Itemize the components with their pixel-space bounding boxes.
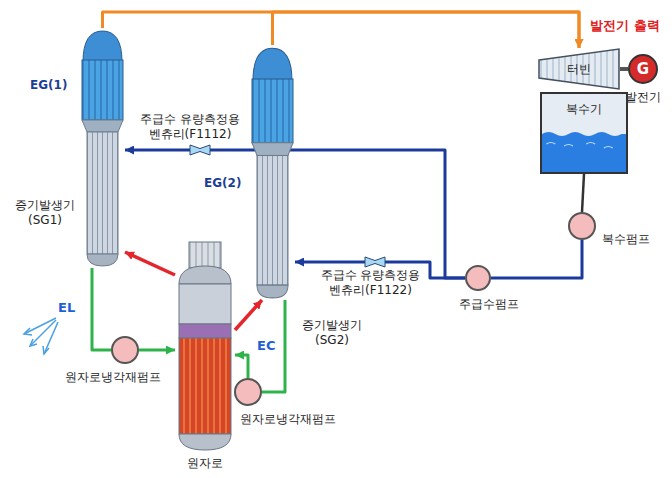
- pipe-connector: [620, 67, 628, 71]
- drawing-part: [257, 156, 288, 286]
- leak-arrow-head: [30, 339, 37, 346]
- reactor: 원자로: [175, 240, 235, 452]
- generator-symbol: G: [637, 60, 649, 79]
- drawing-part: [82, 60, 123, 120]
- condenser: 복수기: [540, 92, 628, 174]
- measure-point: EG(2): [204, 176, 241, 191]
- pipe-connector: [491, 240, 582, 278]
- measure-point: EL: [58, 300, 75, 316]
- leak-arrow-group: [24, 318, 58, 354]
- drawing-part: [257, 285, 288, 298]
- component-label: 복수펌프: [602, 232, 650, 247]
- drawing-part: [179, 284, 231, 324]
- measure-point: EG(1): [30, 78, 67, 93]
- venturi-label: 주급수 유량측정용 벤츄리(F1122): [318, 268, 423, 298]
- coolant-pump: 원자로냉각재펌프: [234, 378, 262, 406]
- drawing-part: [252, 79, 293, 143]
- drawing-part: [83, 31, 122, 62]
- drawing-part: [179, 434, 231, 450]
- drawing-part: [87, 254, 118, 266]
- pipe-connector: [92, 268, 111, 350]
- drawing-part: [179, 266, 231, 284]
- leak-arrow-head: [43, 346, 49, 354]
- pipe-connector: [103, 12, 580, 48]
- component-label: 원자로냉각재펌프: [240, 412, 336, 427]
- steam-generator: 증기발생기 (SG1): [80, 28, 125, 268]
- steam-generator-vessel: [250, 45, 295, 300]
- drawing-part: [253, 48, 292, 81]
- pipe-connector: [139, 349, 175, 352]
- turbine: 터빈: [538, 48, 620, 90]
- component-label: 복수기: [542, 102, 626, 117]
- venturi-symbol: [190, 145, 210, 155]
- component-label: 증기발생기 (SG2): [300, 318, 364, 348]
- drawing-part: [189, 242, 221, 268]
- leak-arrow-head: [24, 328, 32, 335]
- component-label: 터빈: [567, 62, 591, 77]
- component-label: 주급수펌프: [459, 297, 519, 312]
- leak-arrow: [24, 318, 56, 334]
- pipe-connector: [273, 12, 580, 48]
- drawing-part: [252, 143, 293, 156]
- pipe-connector: [235, 300, 262, 330]
- pipe-connector: [582, 174, 584, 212]
- reactor-vessel: [175, 240, 235, 452]
- pipe-connector: [125, 150, 465, 278]
- component-label: 증기발생기 (SG1): [14, 198, 76, 228]
- drawing-part: [542, 132, 626, 172]
- venturi-label: 주급수 유량측정용 벤츄리(F1112): [135, 112, 245, 142]
- venturi-symbol: [365, 257, 385, 267]
- leak-arrow: [30, 320, 56, 346]
- steam-generator: 증기발생기 (SG2): [250, 45, 295, 300]
- pipe-connector: [125, 252, 175, 275]
- drawing-part: [82, 120, 123, 132]
- generator: G발전기: [628, 54, 658, 84]
- drawing-part: [179, 324, 231, 338]
- condensate-pump: 복수펌프: [568, 212, 596, 240]
- feedwater-pump: 주급수펌프: [465, 265, 491, 291]
- drawing-part: [179, 338, 231, 434]
- component-label: 원자로냉각재펌프: [65, 370, 161, 385]
- output-label: 발전기 출력: [590, 18, 660, 34]
- drawing-part: [539, 49, 619, 89]
- drawing-part: [87, 132, 118, 254]
- component-label: 원자로: [165, 456, 245, 471]
- leak-arrow: [44, 322, 58, 354]
- measure-point: EC: [257, 338, 275, 354]
- pipe-connector: [235, 355, 248, 378]
- coolant-pump: 원자로냉각재펌프: [111, 336, 139, 364]
- steam-generator-vessel: [80, 28, 125, 268]
- drawing-part: [546, 143, 612, 149]
